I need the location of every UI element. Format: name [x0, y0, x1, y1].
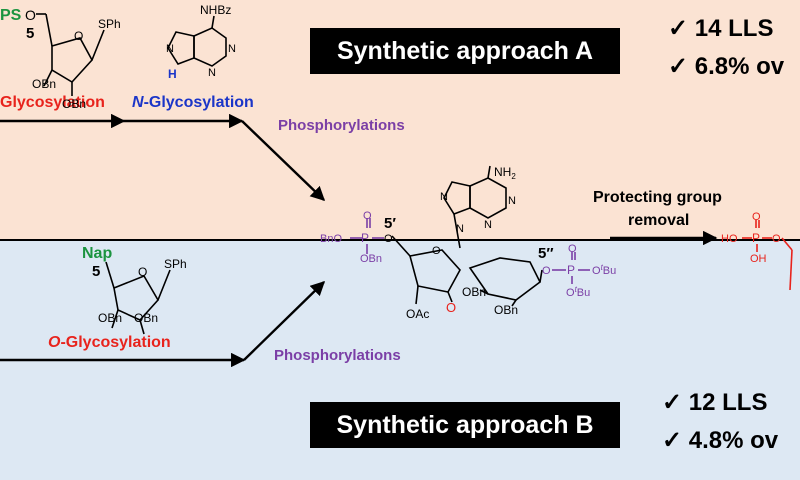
top-sugar-donor	[36, 13, 105, 96]
phosphate-right	[552, 252, 590, 284]
nhbz-adenine	[167, 15, 227, 67]
o-glycosylation-label: O-Glycosylation	[48, 334, 171, 352]
protecting-group-label-line1: Protecting group	[593, 189, 722, 206]
otbu-bottom-o: O	[566, 287, 575, 299]
adenine-n-4: N	[456, 223, 464, 235]
phosphate-right-p: P	[567, 263, 575, 277]
otbu-bottom-bu: Bu	[577, 287, 590, 299]
product-phosphate	[742, 220, 793, 291]
phosphorylations-top-label: Phosphorylations	[278, 117, 405, 134]
approach-b-yield: ✓ 4.8% ov	[662, 427, 779, 454]
n-prefix: N	[132, 94, 144, 111]
oac-label: OAc	[406, 307, 429, 321]
approach-a-lls: ✓ 14 LLS	[668, 15, 774, 42]
approach-a-yield: ✓ 6.8% ov	[668, 53, 785, 80]
bno-label: BnO	[320, 233, 342, 245]
phosphate-p: P	[361, 231, 369, 245]
central-intermediate	[391, 165, 543, 307]
n-atom-1: N	[166, 43, 174, 55]
approach-b-lls: ✓ 12 LLS	[662, 389, 768, 416]
obn-label-bottom: OBn	[98, 311, 122, 325]
o-glycosylation-rest: -Glycosylation	[60, 334, 171, 351]
five-dprime-label: 5″	[538, 245, 554, 262]
nhbz-label: NHBz	[200, 3, 231, 17]
n-atom-3: N	[208, 67, 216, 79]
n-atom-2: N	[228, 43, 236, 55]
phosphate-left	[350, 218, 384, 254]
bottom-arrows	[0, 280, 326, 368]
phosphate-right-o-top: O	[568, 243, 577, 255]
product-p: P	[752, 231, 760, 245]
phosphate-o-bridge: O	[384, 233, 393, 245]
sph-label-bottom: SPh	[164, 257, 187, 271]
obn-sugar-3: OBn	[494, 303, 518, 317]
o-atom: O	[25, 7, 36, 23]
glycosylation-label: Glycosylation	[0, 94, 105, 111]
five-prime-label: 5′	[384, 215, 396, 232]
phosphate-o-top: O	[363, 210, 372, 222]
adenine-n-2: N	[508, 195, 516, 207]
otbu-right-o: O	[592, 265, 601, 277]
adenine-n-1: N	[440, 191, 448, 203]
nh-label: H	[168, 67, 177, 81]
nap-label: Nap	[82, 245, 112, 262]
panel-divider	[0, 239, 800, 241]
phosphorylations-bottom-label: Phosphorylations	[274, 347, 401, 364]
otbu-right-bu: Bu	[603, 265, 616, 277]
obn-label-2: OBn	[62, 97, 86, 111]
otbu-right-t: t	[601, 263, 604, 272]
top-arrows	[0, 113, 326, 201]
nh2-main: NH	[494, 165, 511, 179]
obn-sugar-2: OBn	[462, 285, 486, 299]
nh2-label: NH2	[494, 165, 516, 181]
product-ho: HO	[721, 233, 738, 245]
obn-label: OBn	[32, 77, 56, 91]
otbu-bottom-t: t	[575, 285, 578, 294]
position-5-label: 5	[26, 25, 34, 42]
n-glycosylation-label: N-Glycosylation	[132, 94, 254, 112]
nh2-subscript: 2	[511, 172, 516, 181]
n-glycosylation-rest: -Glycosylation	[143, 94, 254, 111]
sph-label: SPh	[98, 17, 121, 31]
ring-oxygen-bottom: O	[138, 265, 147, 279]
otbu-right: OtBu	[592, 263, 616, 277]
bottom-sugar-donor	[105, 261, 171, 335]
phosphate-right-o-bridge: O	[542, 265, 551, 277]
o-prefix: O	[48, 334, 61, 351]
ring-oxygen: O	[74, 29, 83, 43]
position-5-bottom-label: 5	[92, 263, 100, 280]
obn-label-bottom-2: OBn	[134, 311, 158, 325]
ps-label: PS	[0, 7, 22, 24]
obn-phosphate: OBn	[360, 253, 382, 265]
otbu-bottom: OtBu	[566, 285, 590, 299]
product-o-bridge: O	[772, 233, 781, 245]
protecting-group-label-line2: removal	[628, 212, 690, 229]
approach-b-title: Synthetic approach B	[310, 402, 620, 448]
product-o-top: O	[752, 211, 761, 223]
adenine-n-3: N	[484, 219, 492, 231]
product-oh: OH	[750, 253, 767, 265]
ribose-o: O	[432, 245, 441, 257]
red-o-link: O	[446, 300, 456, 315]
approach-a-title: Synthetic approach A	[310, 28, 620, 74]
